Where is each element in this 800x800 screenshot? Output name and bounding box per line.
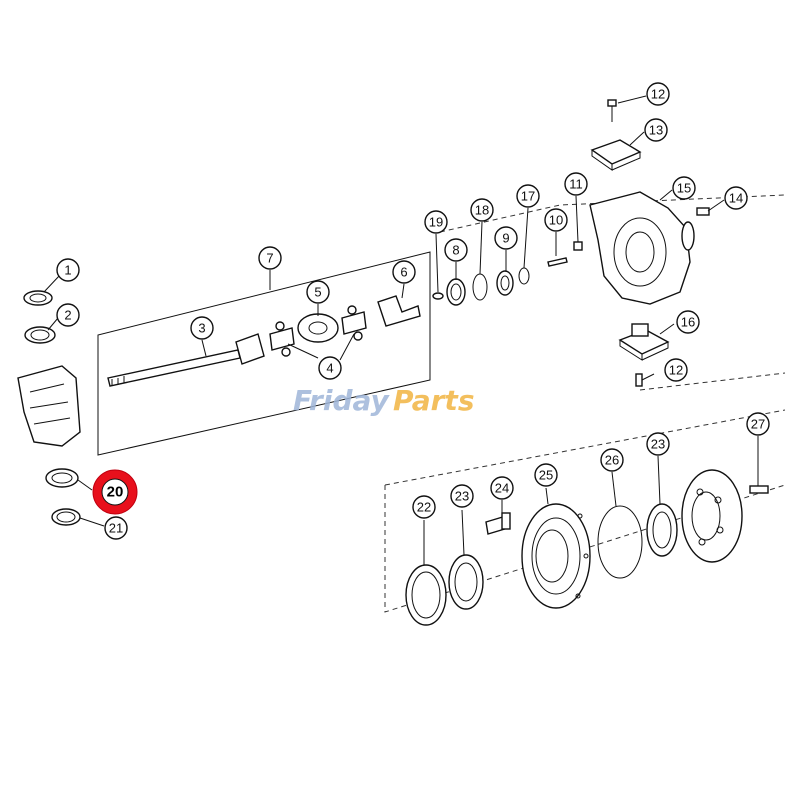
callouts: 1 2 3 4 4 5 6 7 8 9 10 11 12 12 13 14 15… bbox=[56, 82, 770, 540]
svg-text:27: 27 bbox=[751, 417, 765, 432]
part-u-joint-4a bbox=[269, 321, 295, 357]
callout-14: 14 bbox=[724, 186, 748, 210]
callout-8: 8 bbox=[444, 238, 468, 262]
callout-23b: 23 bbox=[646, 432, 670, 456]
part-ring-19 bbox=[432, 292, 444, 300]
part-ring-17 bbox=[518, 267, 530, 285]
part-axle-shaft-3 bbox=[107, 333, 265, 387]
part-bolt-10 bbox=[547, 257, 568, 267]
callout-6: 6 bbox=[392, 260, 416, 284]
svg-text:26: 26 bbox=[605, 453, 619, 468]
callout-25: 25 bbox=[534, 463, 558, 487]
svg-text:12: 12 bbox=[669, 363, 683, 378]
callout-12a: 12 bbox=[646, 82, 670, 106]
callout-3: 3 bbox=[190, 316, 214, 340]
part-hub-25 bbox=[521, 503, 591, 609]
svg-text:18: 18 bbox=[475, 203, 489, 218]
part-bolt-12-upper bbox=[607, 99, 617, 122]
part-pin-14 bbox=[696, 207, 710, 216]
axle-shaft-group-frame bbox=[97, 251, 431, 456]
part-snap-ring-18 bbox=[472, 273, 488, 301]
part-bearing-2 bbox=[24, 326, 56, 344]
svg-text:23: 23 bbox=[455, 489, 469, 504]
part-ball-joint-16 bbox=[618, 323, 670, 361]
callout-11: 11 bbox=[564, 172, 588, 196]
svg-text:9: 9 bbox=[502, 231, 509, 246]
part-center-yoke-5 bbox=[297, 313, 339, 343]
part-seal-21 bbox=[51, 508, 81, 526]
callout-21: 21 bbox=[104, 516, 128, 540]
callout-15: 15 bbox=[672, 176, 696, 200]
callout-17: 17 bbox=[516, 184, 540, 208]
svg-text:4: 4 bbox=[326, 361, 333, 376]
callout-12b: 12 bbox=[664, 358, 688, 382]
svg-text:15: 15 bbox=[677, 181, 691, 196]
svg-text:10: 10 bbox=[549, 213, 563, 228]
svg-text:13: 13 bbox=[649, 123, 663, 138]
part-seal-9 bbox=[496, 270, 514, 296]
part-wheel-flange bbox=[681, 469, 743, 563]
callout-20-highlighted: 20 bbox=[92, 469, 138, 515]
part-nut-11 bbox=[573, 241, 583, 251]
part-cover-plate-13 bbox=[590, 139, 642, 171]
callout-24: 24 bbox=[490, 476, 514, 500]
svg-text:3: 3 bbox=[198, 321, 205, 336]
part-bearing-23b bbox=[646, 503, 678, 557]
svg-text:25: 25 bbox=[539, 468, 553, 483]
watermark-text-part2: Parts bbox=[393, 384, 474, 417]
callout-1: 1 bbox=[56, 258, 80, 282]
part-u-joint-4b bbox=[341, 305, 367, 341]
leader-lines bbox=[43, 95, 759, 565]
callout-23a: 23 bbox=[450, 484, 474, 508]
svg-text:16: 16 bbox=[681, 315, 695, 330]
svg-text:12: 12 bbox=[651, 87, 665, 102]
svg-text:24: 24 bbox=[495, 481, 509, 496]
callout-10: 10 bbox=[544, 208, 568, 232]
callout-18: 18 bbox=[470, 198, 494, 222]
part-bolt-12-lower bbox=[635, 373, 655, 387]
callout-4a: 4 bbox=[318, 356, 342, 380]
part-bearing-20 bbox=[45, 468, 79, 488]
callout-16: 16 bbox=[676, 310, 700, 334]
part-stub-yoke-6 bbox=[377, 295, 421, 327]
svg-text:5: 5 bbox=[314, 285, 321, 300]
callout-7: 7 bbox=[258, 246, 282, 270]
part-stud-27 bbox=[749, 485, 769, 494]
watermark-logo: Friday Parts bbox=[293, 384, 474, 417]
part-seal-22 bbox=[405, 564, 447, 626]
svg-text:19: 19 bbox=[429, 215, 443, 230]
svg-text:8: 8 bbox=[452, 243, 459, 258]
callout-27: 27 bbox=[746, 412, 770, 436]
svg-text:20: 20 bbox=[107, 484, 124, 501]
svg-text:23: 23 bbox=[651, 437, 665, 452]
svg-text:14: 14 bbox=[729, 191, 743, 206]
svg-text:2: 2 bbox=[64, 308, 71, 323]
callout-5: 5 bbox=[306, 280, 330, 304]
part-bearing-23a bbox=[448, 554, 484, 610]
part-o-ring-26 bbox=[597, 505, 643, 579]
callout-26: 26 bbox=[600, 448, 624, 472]
svg-text:1: 1 bbox=[64, 263, 71, 278]
callout-2: 2 bbox=[56, 303, 80, 327]
svg-text:11: 11 bbox=[569, 177, 583, 192]
part-wheel-stud-24 bbox=[485, 512, 511, 535]
svg-text:17: 17 bbox=[521, 189, 535, 204]
part-seal-8 bbox=[446, 278, 466, 306]
callout-19: 19 bbox=[424, 210, 448, 234]
part-seal-1 bbox=[23, 290, 53, 306]
svg-text:22: 22 bbox=[417, 500, 431, 515]
watermark-text-part1: Friday bbox=[293, 384, 391, 417]
callout-22: 22 bbox=[412, 495, 436, 519]
svg-text:21: 21 bbox=[109, 521, 123, 536]
callout-13: 13 bbox=[644, 118, 668, 142]
svg-text:7: 7 bbox=[266, 251, 273, 266]
callout-9: 9 bbox=[494, 226, 518, 250]
part-axle-housing-end bbox=[17, 365, 81, 447]
svg-text:6: 6 bbox=[400, 265, 407, 280]
part-steering-knuckle-15 bbox=[589, 191, 695, 305]
